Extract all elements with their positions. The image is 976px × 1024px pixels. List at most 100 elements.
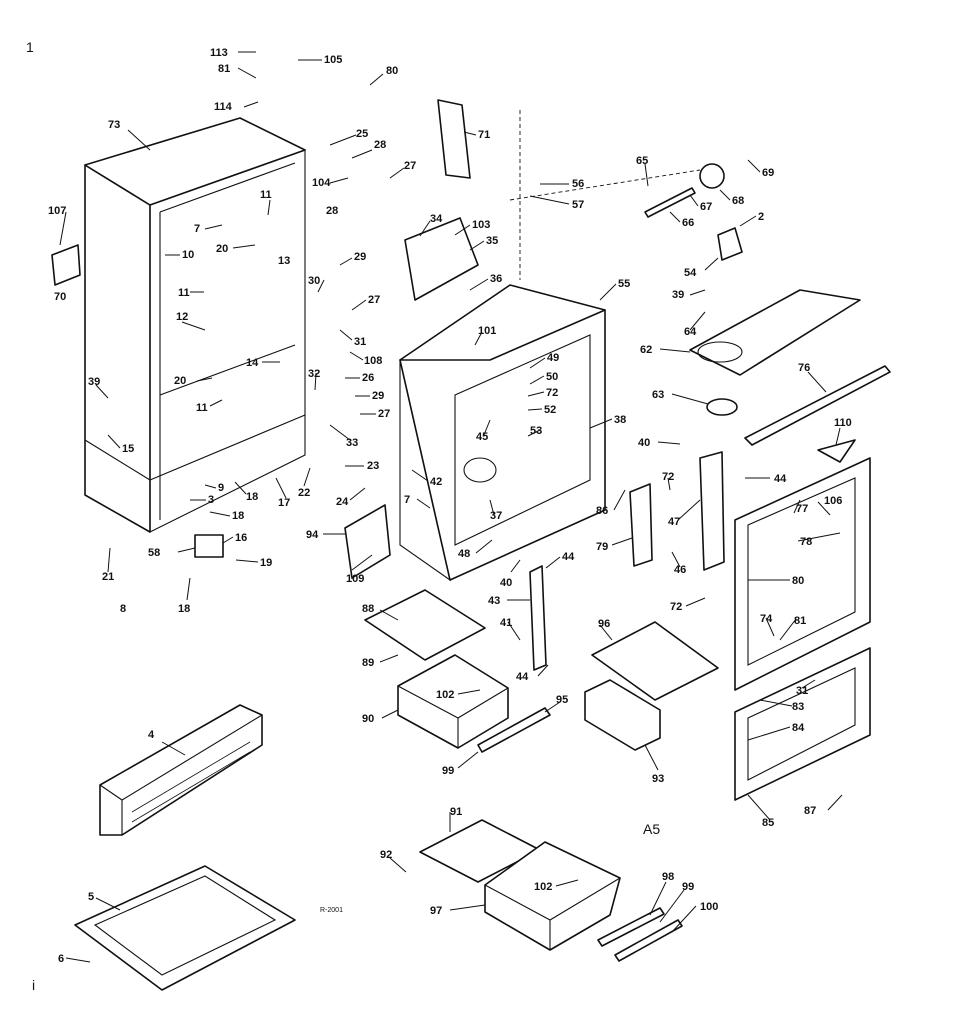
part-label-11b: 11 xyxy=(178,287,190,299)
part-label-96: 96 xyxy=(598,618,610,630)
part-label-110: 110 xyxy=(834,417,852,429)
part-label-37: 37 xyxy=(490,510,502,522)
leader-lines xyxy=(59,51,843,963)
part-label-13: 13 xyxy=(278,255,290,267)
part-label-79: 79 xyxy=(596,541,608,553)
part-label-95: 95 xyxy=(556,694,568,706)
part-label-81: 81 xyxy=(218,63,230,75)
part-label-28b: 28 xyxy=(326,205,338,217)
part-label-24: 24 xyxy=(336,496,349,508)
part-label-15: 15 xyxy=(122,443,134,455)
part-label-8: 8 xyxy=(120,603,126,615)
drawing-code: R-2001 xyxy=(320,907,343,914)
part-label-5: 5 xyxy=(88,891,94,903)
part-label-18c: 18 xyxy=(178,603,190,615)
part-label-33: 33 xyxy=(346,437,358,449)
part-label-11c: 11 xyxy=(196,402,208,414)
part-label-4: 4 xyxy=(148,729,155,741)
part-label-6: 6 xyxy=(58,953,64,965)
part-label-26: 26 xyxy=(362,372,374,384)
part-label-29b: 29 xyxy=(372,390,384,402)
part-label-72b: 72 xyxy=(662,471,674,483)
part-label-39a: 39 xyxy=(88,376,100,388)
part-label-87: 87 xyxy=(804,805,816,817)
part-label-106: 106 xyxy=(824,495,842,507)
part-label-50: 50 xyxy=(546,371,558,383)
part-label-81b: 81 xyxy=(794,615,806,627)
part-label-48: 48 xyxy=(458,548,470,560)
component-outlines xyxy=(51,99,891,991)
part-label-7a: 7 xyxy=(194,223,200,235)
part-label-103: 103 xyxy=(472,219,490,231)
part-label-54: 54 xyxy=(684,267,697,279)
part-label-11a: 11 xyxy=(260,189,272,201)
page-mark-bottom-left: i xyxy=(32,977,35,993)
part-label-16: 16 xyxy=(235,532,247,544)
part-label-64: 64 xyxy=(684,326,697,338)
part-label-102a: 102 xyxy=(436,689,454,701)
part-label-108: 108 xyxy=(364,355,382,367)
part-label-19: 19 xyxy=(260,557,272,569)
part-label-114: 114 xyxy=(214,101,233,113)
part-label-22: 22 xyxy=(298,487,310,499)
part-label-80b: 80 xyxy=(792,575,804,587)
part-label-62: 62 xyxy=(640,344,652,356)
part-label-31b: 31 xyxy=(796,685,808,697)
part-label-46: 46 xyxy=(674,564,686,576)
part-label-66: 66 xyxy=(682,217,694,229)
part-label-30: 30 xyxy=(308,275,320,287)
part-label-93: 93 xyxy=(652,773,664,785)
part-label-35: 35 xyxy=(486,235,498,247)
part-label-9: 9 xyxy=(218,482,224,494)
part-label-12: 12 xyxy=(176,311,188,323)
part-label-34: 34 xyxy=(430,213,443,225)
part-label-86: 86 xyxy=(596,505,608,517)
part-labels: 113 81 114 105 80 73 71 25 28 27 104 28 … xyxy=(48,47,852,965)
part-label-36: 36 xyxy=(490,273,502,285)
part-label-67: 67 xyxy=(700,201,712,213)
part-label-65: 65 xyxy=(636,155,648,167)
part-label-27c: 27 xyxy=(378,408,390,420)
part-label-78: 78 xyxy=(800,536,812,548)
part-label-68: 68 xyxy=(732,195,744,207)
door-panel-lower xyxy=(734,647,871,801)
part-label-40b: 40 xyxy=(500,577,512,589)
part-label-18a: 18 xyxy=(232,510,244,522)
part-label-32: 32 xyxy=(308,368,320,380)
part-label-31: 31 xyxy=(354,336,366,348)
part-label-45: 45 xyxy=(476,431,488,443)
part-label-44a: 44 xyxy=(774,473,787,485)
part-label-89: 89 xyxy=(362,657,374,669)
part-label-101: 101 xyxy=(478,325,496,337)
part-label-109: 109 xyxy=(346,573,364,585)
part-label-41: 41 xyxy=(500,617,512,629)
part-label-53: 53 xyxy=(530,425,542,437)
part-label-49: 49 xyxy=(547,352,559,364)
part-label-44c: 44 xyxy=(516,671,529,683)
part-label-92: 92 xyxy=(380,849,392,861)
part-label-55: 55 xyxy=(618,278,630,290)
part-label-25: 25 xyxy=(356,128,368,140)
freezer-liner xyxy=(399,284,606,582)
part-label-100: 100 xyxy=(700,901,718,913)
part-label-27b: 27 xyxy=(368,294,380,306)
part-label-57: 57 xyxy=(572,199,584,211)
part-label-38: 38 xyxy=(614,414,626,426)
part-label-40a: 40 xyxy=(638,437,650,449)
part-label-10: 10 xyxy=(182,249,194,261)
part-label-102b: 102 xyxy=(534,881,552,893)
part-label-72a: 72 xyxy=(546,387,558,399)
part-label-99a: 99 xyxy=(442,765,454,777)
part-label-27a: 27 xyxy=(404,160,416,172)
part-label-17: 17 xyxy=(278,497,290,509)
cabinet-shell xyxy=(84,117,306,533)
section-mark: A5 xyxy=(643,821,660,837)
part-label-107: 107 xyxy=(48,205,66,217)
part-label-73: 73 xyxy=(108,119,120,131)
door-panel-upper xyxy=(734,457,871,691)
part-label-94: 94 xyxy=(306,529,319,541)
part-label-69: 69 xyxy=(762,167,774,179)
part-label-71: 71 xyxy=(478,129,490,141)
part-label-98: 98 xyxy=(662,871,674,883)
